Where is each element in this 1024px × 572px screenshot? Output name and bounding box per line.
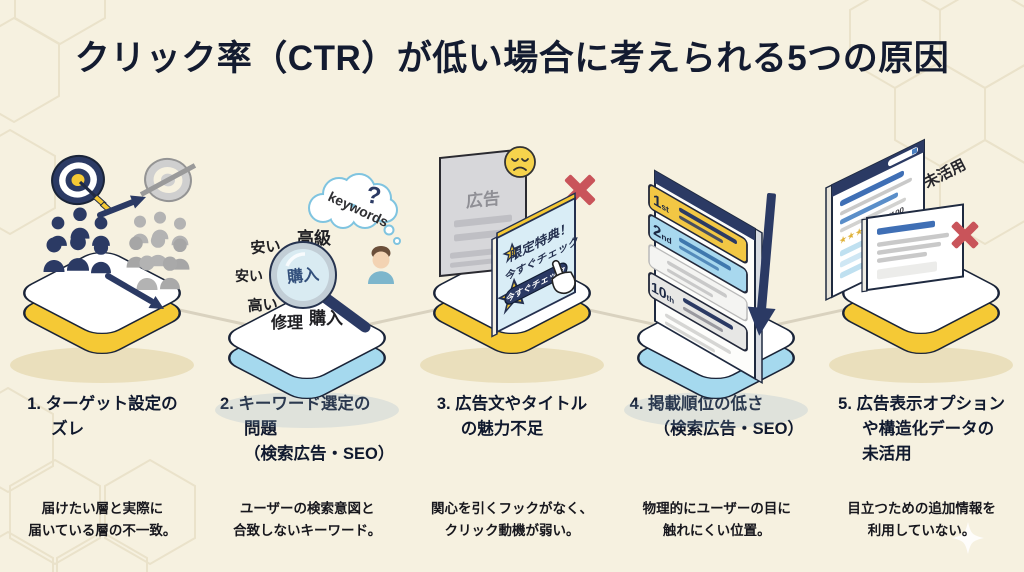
illustration-extensions: ★★★★☆ 5/100: [825, 138, 1015, 385]
column-targeting: 1. ターゲット設定の ズレ 届けたい層と実際に 届いている層の不一致。: [0, 118, 205, 543]
serp-list: 1st 2nd: [648, 169, 764, 384]
word-buy: 購入: [309, 308, 343, 328]
cause-5-description: 目立つための追加情報を 利用していない。: [847, 501, 996, 539]
heading-box: 5. 広告表示オプション や構造化データの 未活用: [819, 392, 1024, 494]
illustration-targeting: [8, 154, 197, 385]
rank-1-label: 1st: [653, 191, 669, 217]
thinking-person-icon: [367, 246, 394, 284]
rank-row-middle: [648, 244, 749, 322]
page-title: クリック率（CTR）が低い場合に考えられる5つの原因: [74, 39, 950, 78]
column-extensions: ★★★★☆ 5/100: [819, 118, 1024, 543]
cause-3-description: 関心を引くフックがなく、 クリック動機が弱い。: [430, 501, 593, 539]
cause-2-description: ユーザーの検索意図と 合致しないキーワード。: [233, 501, 382, 539]
cloud-question-mark: ?: [364, 181, 383, 210]
sparkle-icon: [952, 522, 984, 554]
illustration-ad-copy: 広告: [418, 146, 605, 385]
rank-row-2: 2nd: [648, 214, 749, 294]
rank-row-1: 1st: [648, 184, 749, 264]
cause-5-heading: 5. 広告表示オプション や構造化データの 未活用: [838, 395, 1006, 463]
cause-1-heading: 1. ターゲット設定の ズレ: [27, 395, 178, 438]
x-mark-icon: [951, 221, 979, 249]
cause-4-description: 物理的にユーザーの目に 触れにくい位置。: [642, 501, 791, 539]
platform-blue: [213, 291, 400, 430]
illustration-ranking: 1st 2nd: [623, 169, 810, 430]
ad-label: 広告: [466, 188, 500, 212]
word-cheap-2: 安い: [235, 268, 263, 284]
cause-1-description: 届けたい層と実際に 届いている層の不一致。: [28, 501, 177, 539]
missed-target-icon: [139, 157, 197, 203]
columns-row: 1. ターゲット設定の ズレ 届けたい層と実際に 届いている層の不一致。: [0, 118, 1024, 543]
word-repair: 修理: [270, 313, 303, 332]
column-ad-copy: 広告: [410, 118, 615, 543]
arrow-to-wrong-audience-icon: [97, 195, 146, 218]
thought-cloud-icon: ? keywords: [307, 173, 401, 245]
magnifier-icon: 購入: [268, 241, 371, 333]
sad-face-icon: [503, 146, 536, 178]
heading-box: 3. 広告文やタイトル の魅力不足: [410, 392, 615, 494]
word-expensive: 高い: [247, 295, 278, 315]
rank-row-10: 10th: [648, 272, 749, 352]
heading-box: 1. ターゲット設定の ズレ: [0, 392, 205, 494]
promo-panel: 限定特典！ 今すぐチェック 今すぐチェック: [490, 192, 578, 338]
hand-cursor-icon: [550, 259, 576, 295]
unused-label: 未活用: [920, 155, 969, 192]
illustration-keywords: ? keywords 高級 安い 安い 高い 修理 購入: [213, 173, 401, 430]
column-ranking: 1st 2nd: [614, 118, 819, 543]
detail-card: [861, 203, 965, 293]
word-cheap-1: 安い: [250, 237, 281, 258]
arrow-drift-icon: [105, 273, 164, 309]
down-arrow-icon: [748, 193, 777, 336]
lens-word-buy: 購入: [285, 265, 320, 286]
rank-2-label: 2nd: [653, 221, 672, 248]
column-keywords: ? keywords 高級 安い 安い 高い 修理 購入: [205, 118, 410, 543]
cause-3-heading: 3. 広告文やタイトル の魅力不足: [436, 395, 588, 438]
